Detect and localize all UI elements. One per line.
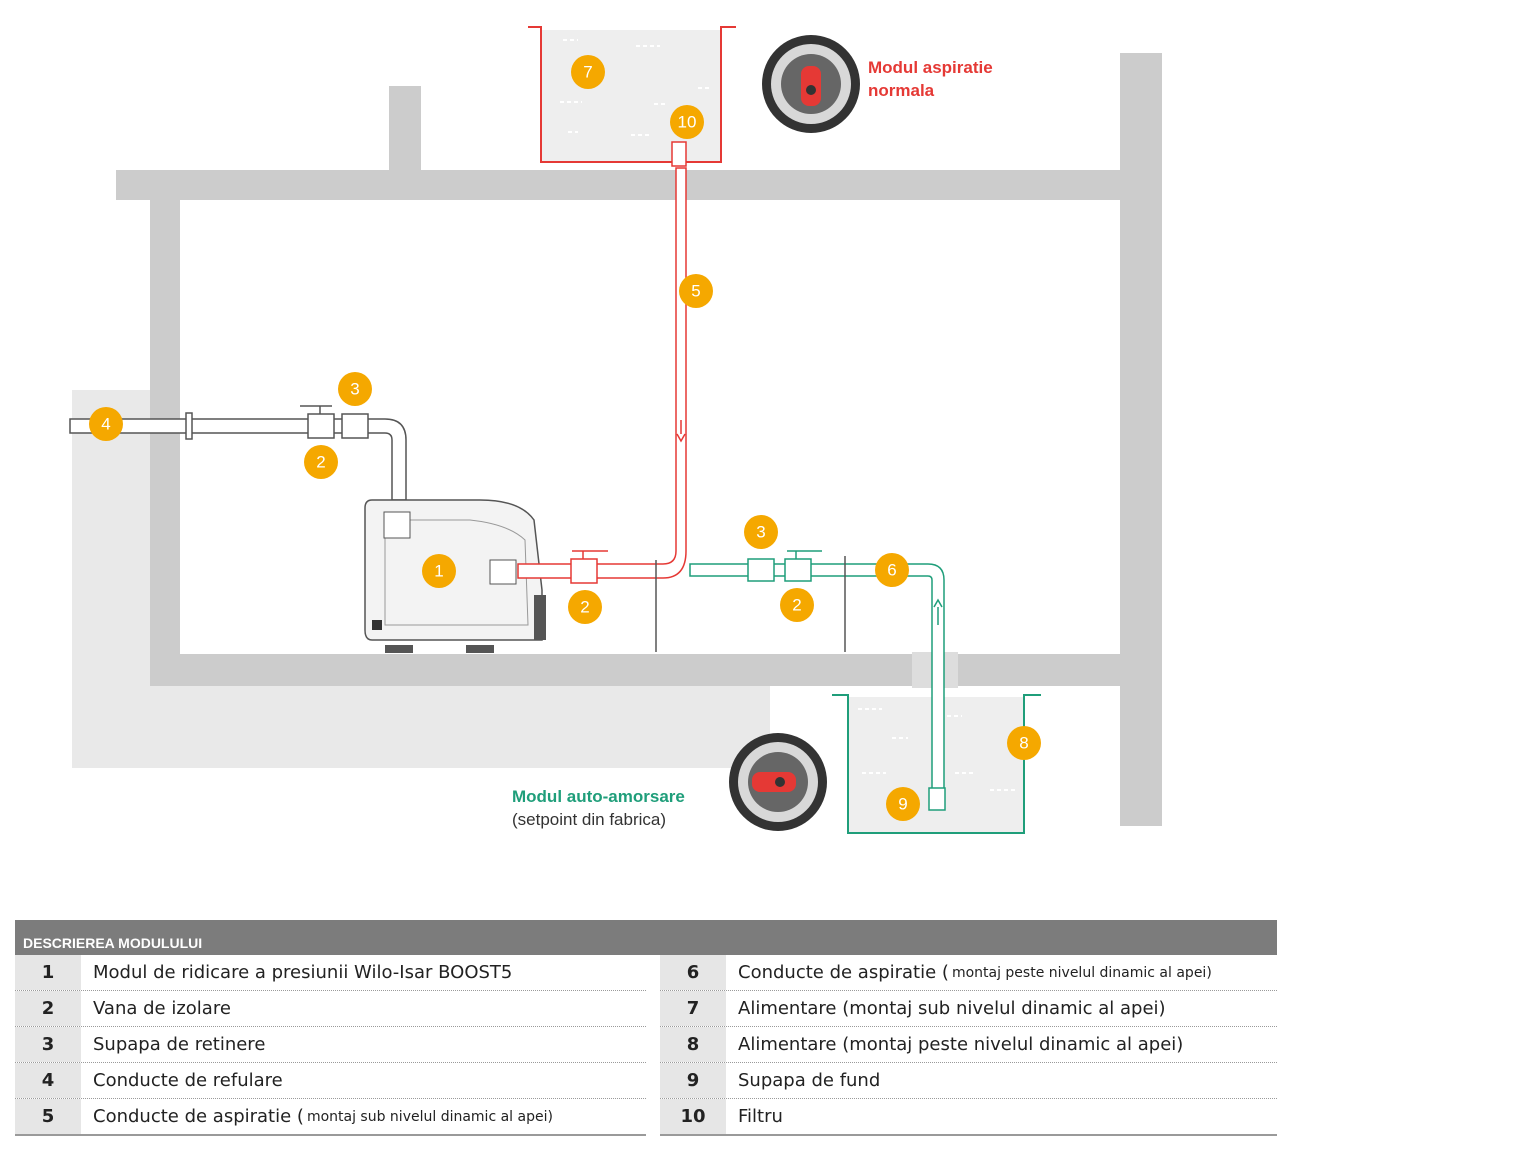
legend-text: Vana de izolare <box>93 998 231 1019</box>
legend-row: 9 Supapa de fund <box>660 1063 1277 1099</box>
normal-mode-line1: Modul aspiratie <box>868 58 993 77</box>
callout-label-2-green: 2 <box>792 596 801 615</box>
callout-label-8: 8 <box>1019 734 1028 753</box>
legend-row: 7 Alimentare (montaj sub nivelul dinamic… <box>660 991 1277 1027</box>
callout-9 <box>886 787 920 821</box>
legend-row: 1 Modul de ridicare a presiunii Wilo-Isa… <box>15 955 646 991</box>
callout-label-7: 7 <box>583 63 592 82</box>
legend-left-column: 1 Modul de ridicare a presiunii Wilo-Isa… <box>15 955 646 1136</box>
self-priming-title: Modul auto-amorsare <box>512 787 685 806</box>
legend-number: 6 <box>660 955 726 990</box>
normal-mode-dial-icon <box>762 35 860 133</box>
callout-label-10: 10 <box>678 113 697 132</box>
self-priming-subtitle: (setpoint din fabrica) <box>512 810 667 829</box>
suction-pipe-red <box>517 141 687 584</box>
legend-number: 2 <box>15 991 81 1026</box>
self-priming-mode-label: Modul auto-amorsare (setpoint din fabric… <box>512 785 685 831</box>
legend-number: 4 <box>15 1063 81 1098</box>
legend-title: DESCRIEREA MODULULUI <box>15 920 1277 955</box>
callout-6 <box>875 553 909 587</box>
callout-label-6: 6 <box>887 561 896 580</box>
legend-row: 2 Vana de izolare <box>15 991 646 1027</box>
callout-4 <box>89 407 123 441</box>
callout-3-discharge <box>338 372 372 406</box>
legend-text: Alimentare (montaj peste nivelul dinamic… <box>738 1034 1184 1055</box>
legend-text: Conducte de refulare <box>93 1070 283 1091</box>
callout-label-9: 9 <box>898 795 907 814</box>
legend-number: 8 <box>660 1027 726 1062</box>
legend-text: Alimentare (montaj sub nivelul dinamic a… <box>738 998 1166 1019</box>
callout-label-5: 5 <box>691 282 700 301</box>
suction-pipe-green <box>689 550 946 811</box>
callout-5 <box>679 274 713 308</box>
legend-number: 5 <box>15 1099 81 1134</box>
callout-2-green <box>780 588 814 622</box>
callout-2-discharge <box>304 445 338 479</box>
callout-1 <box>422 554 456 588</box>
callout-label-3-discharge: 3 <box>350 380 359 399</box>
legend-text: Modul de ridicare a presiunii Wilo-Isar … <box>93 962 513 983</box>
callout-label-2-discharge: 2 <box>316 453 325 472</box>
callout-3-green <box>744 515 778 549</box>
legend-row: 5 Conducte de aspiratie (montaj sub nive… <box>15 1099 646 1136</box>
legend-number: 7 <box>660 991 726 1026</box>
callout-label-1: 1 <box>434 562 443 581</box>
callout-label-4: 4 <box>101 415 110 434</box>
callout-2-red <box>568 590 602 624</box>
upper-tank <box>528 26 736 163</box>
legend-text: Conducte de aspiratie (montaj peste nive… <box>738 962 1212 983</box>
legend-right-column: 6 Conducte de aspiratie (montaj peste ni… <box>660 955 1277 1136</box>
callout-10 <box>670 105 704 139</box>
legend-number: 10 <box>660 1099 726 1134</box>
legend-number: 1 <box>15 955 81 990</box>
callout-label-2-red: 2 <box>580 598 589 617</box>
legend-text: Supapa de retinere <box>93 1034 266 1055</box>
callout-label-3-green: 3 <box>756 523 765 542</box>
legend-table: DESCRIEREA MODULULUI 1 Modul de ridicare… <box>15 920 1277 1136</box>
callout-7 <box>571 55 605 89</box>
legend-row: 6 Conducte de aspiratie (montaj peste ni… <box>660 955 1277 991</box>
callout-8 <box>1007 726 1041 760</box>
legend-text: Filtru <box>738 1106 783 1127</box>
self-priming-dial-icon <box>729 733 827 831</box>
legend-row: 10 Filtru <box>660 1099 1277 1136</box>
legend-text: Conducte de aspiratie (montaj sub nivelu… <box>93 1106 553 1127</box>
legend-number: 9 <box>660 1063 726 1098</box>
legend-row: 3 Supapa de retinere <box>15 1027 646 1063</box>
installation-diagram: 1 2 2 2 3 3 4 5 6 7 8 9 10 <box>69 26 1162 834</box>
legend-row: 4 Conducte de refulare <box>15 1063 646 1099</box>
legend-number: 3 <box>15 1027 81 1062</box>
legend-row: 8 Alimentare (montaj peste nivelul dinam… <box>660 1027 1277 1063</box>
normal-mode-line2: normala <box>868 81 935 100</box>
legend-text: Supapa de fund <box>738 1070 881 1091</box>
normal-mode-label: Modul aspiratie normala <box>868 56 993 102</box>
